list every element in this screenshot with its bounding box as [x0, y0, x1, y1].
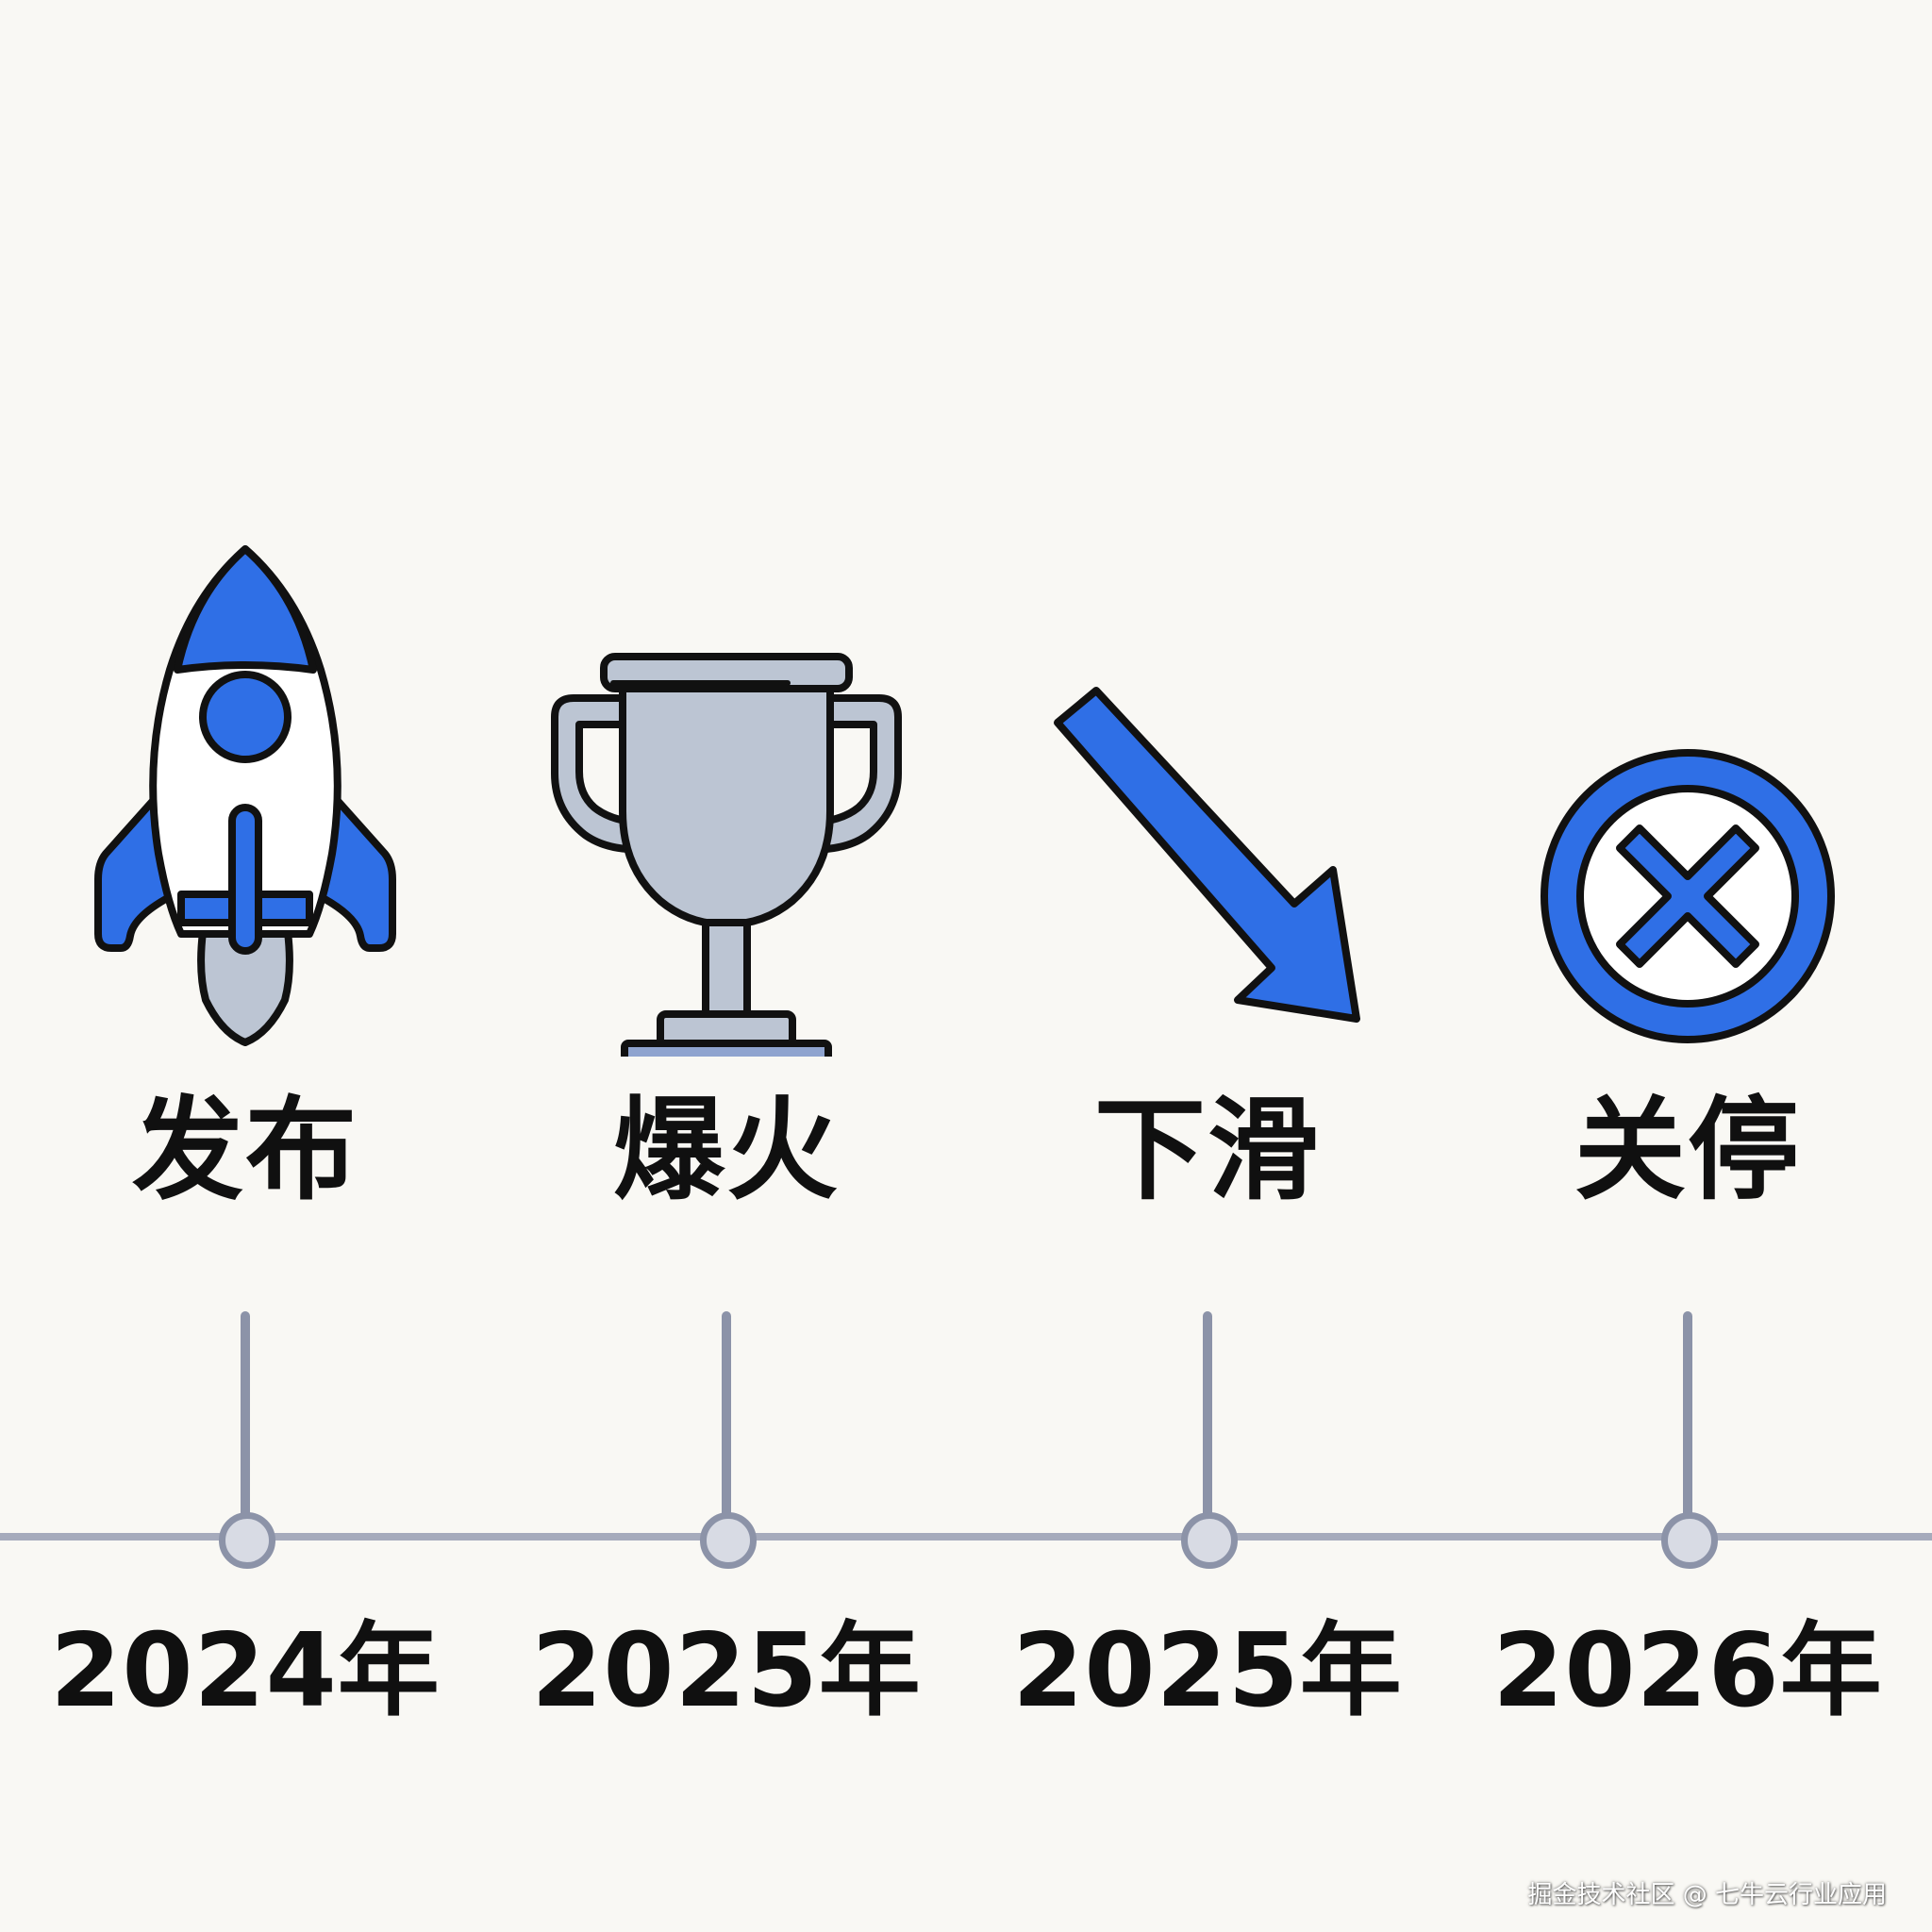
- trophy-icon: [551, 653, 902, 1057]
- watermark: 掘金技术社区 @ 七牛云行业应用: [1527, 1881, 1887, 1909]
- rocket-icon: [94, 545, 396, 1046]
- milestone-label: 发布: [131, 1085, 358, 1215]
- milestone-year: 2024年: [50, 1612, 441, 1730]
- timeline-connector: [1683, 1311, 1692, 1528]
- milestone-shutdown: 关停 2026年: [1442, 0, 1932, 1932]
- milestone-year: 2025年: [531, 1612, 922, 1730]
- close-circle-icon: [1541, 749, 1835, 1043]
- milestone-label: 下滑: [1093, 1085, 1321, 1215]
- milestone-year: 2026年: [1492, 1612, 1883, 1730]
- timeline-node: [700, 1512, 757, 1569]
- timeline-connector: [722, 1311, 731, 1528]
- timeline-node: [219, 1512, 275, 1569]
- arrow-down-right-icon: [1054, 687, 1360, 1023]
- milestone-label: 关停: [1574, 1085, 1801, 1215]
- milestone-launch: 发布 2024年: [0, 0, 491, 1932]
- timeline-node: [1661, 1512, 1718, 1569]
- timeline-axis: [0, 1533, 1932, 1541]
- timeline-node: [1181, 1512, 1238, 1569]
- milestone-year: 2025年: [1012, 1612, 1403, 1730]
- timeline-connector: [1203, 1311, 1212, 1528]
- milestone-label: 爆火: [612, 1085, 840, 1215]
- milestone-decline: 下滑 2025年: [962, 0, 1453, 1932]
- milestone-viral: 爆火 2025年: [481, 0, 972, 1932]
- timeline-connector: [241, 1311, 250, 1528]
